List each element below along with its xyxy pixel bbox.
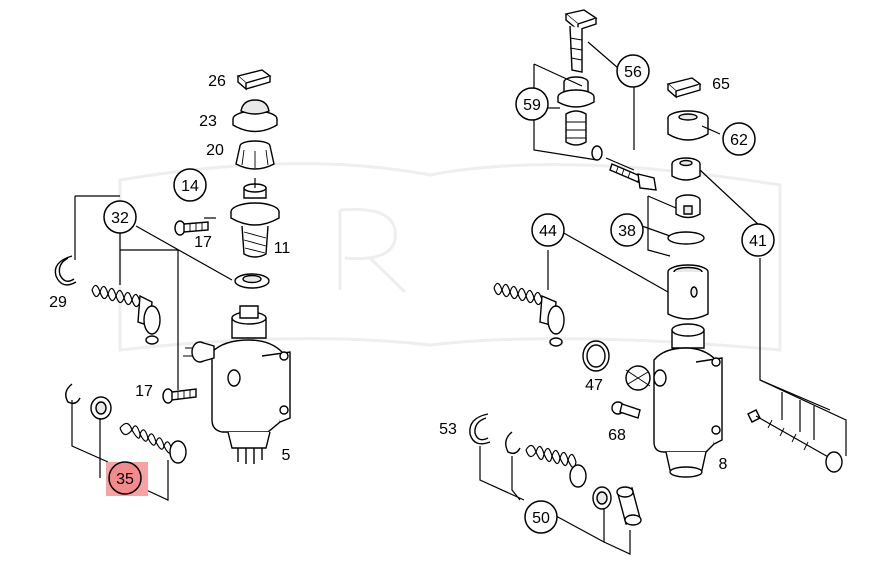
part-29-snap-ring-inner: [58, 257, 75, 282]
label-17-upper: 17: [194, 234, 212, 251]
watermark: [118, 162, 782, 352]
callout-14[interactable]: 14: [173, 168, 207, 202]
part-23-cap[interactable]: [232, 99, 278, 133]
part-26-clip[interactable]: [236, 69, 272, 91]
svg-text:62: 62: [730, 132, 748, 149]
part-56-bolt[interactable]: [564, 9, 598, 73]
svg-text:50: 50: [532, 510, 550, 527]
leader-lines-left: [71, 195, 233, 501]
part-8-valve-body[interactable]: [625, 323, 723, 478]
callout-56[interactable]: 56: [616, 54, 650, 88]
washer-ring[interactable]: [234, 273, 270, 289]
part-41-insert[interactable]: [675, 194, 701, 219]
part-11-spindle[interactable]: [230, 183, 280, 258]
callout-59[interactable]: 59: [515, 87, 549, 121]
part-bolt-hex[interactable]: [609, 163, 657, 191]
label-23: 23: [199, 113, 217, 130]
svg-text:32: 32: [111, 210, 129, 227]
part-32-spring-assembly[interactable]: [91, 284, 161, 345]
leader-lines-right: [479, 41, 847, 555]
part-5-valve-body[interactable]: [183, 305, 291, 464]
label-11: 11: [274, 240, 291, 257]
svg-text:41: 41: [749, 233, 767, 250]
part-53-snap-ring-inner: [474, 417, 489, 441]
part-38-o-ring[interactable]: [667, 231, 705, 245]
part-50-washer[interactable]: [592, 486, 612, 510]
part-68-screw[interactable]: [611, 401, 641, 419]
label-26: 26: [208, 73, 226, 90]
part-59-bushing[interactable]: [557, 76, 595, 146]
part-47-o-ring[interactable]: [582, 340, 610, 372]
label-47: 47: [585, 377, 603, 394]
label-8: 8: [719, 456, 728, 473]
part-17-screw-lower[interactable]: [162, 388, 197, 404]
label-53: 53: [439, 421, 457, 438]
part-44-spring-assembly[interactable]: [493, 282, 565, 347]
label-29: 29: [49, 294, 67, 311]
part-50-seal-ring[interactable]: [505, 431, 521, 455]
label-5: 5: [282, 447, 291, 464]
part-50-bushing[interactable]: [616, 486, 642, 526]
part-65-clip[interactable]: [666, 77, 702, 99]
callout-44[interactable]: 44: [531, 213, 565, 247]
svg-text:14: 14: [181, 178, 199, 195]
callout-38[interactable]: 38: [610, 213, 644, 247]
callout-32[interactable]: 32: [103, 200, 137, 234]
callout-62[interactable]: 62: [722, 122, 756, 156]
svg-text:59: 59: [523, 97, 541, 114]
part-35-ring-set[interactable]: [65, 383, 187, 464]
svg-text:56: 56: [624, 64, 642, 81]
svg-text:44: 44: [539, 223, 557, 240]
part-59-o-ring[interactable]: [591, 145, 603, 161]
callout-41[interactable]: 41: [741, 223, 775, 257]
label-17-lower: 17: [135, 383, 153, 400]
part-50-spring[interactable]: [525, 444, 587, 488]
callout-50[interactable]: 50: [524, 500, 558, 534]
part-44-sleeve[interactable]: [667, 264, 709, 320]
svg-text:38: 38: [618, 223, 636, 240]
part-41-sleeve[interactable]: [671, 157, 701, 181]
label-68: 68: [608, 427, 626, 444]
callout-35[interactable]: 35: [108, 461, 142, 495]
part-41-pin[interactable]: [747, 409, 843, 473]
part-20-sleeve[interactable]: [235, 140, 275, 170]
svg-text:35: 35: [116, 471, 134, 488]
label-65: 65: [712, 76, 730, 93]
part-17-screw-upper[interactable]: [174, 220, 209, 236]
label-20: 20: [206, 142, 224, 159]
part-62-cap[interactable]: [667, 110, 709, 141]
